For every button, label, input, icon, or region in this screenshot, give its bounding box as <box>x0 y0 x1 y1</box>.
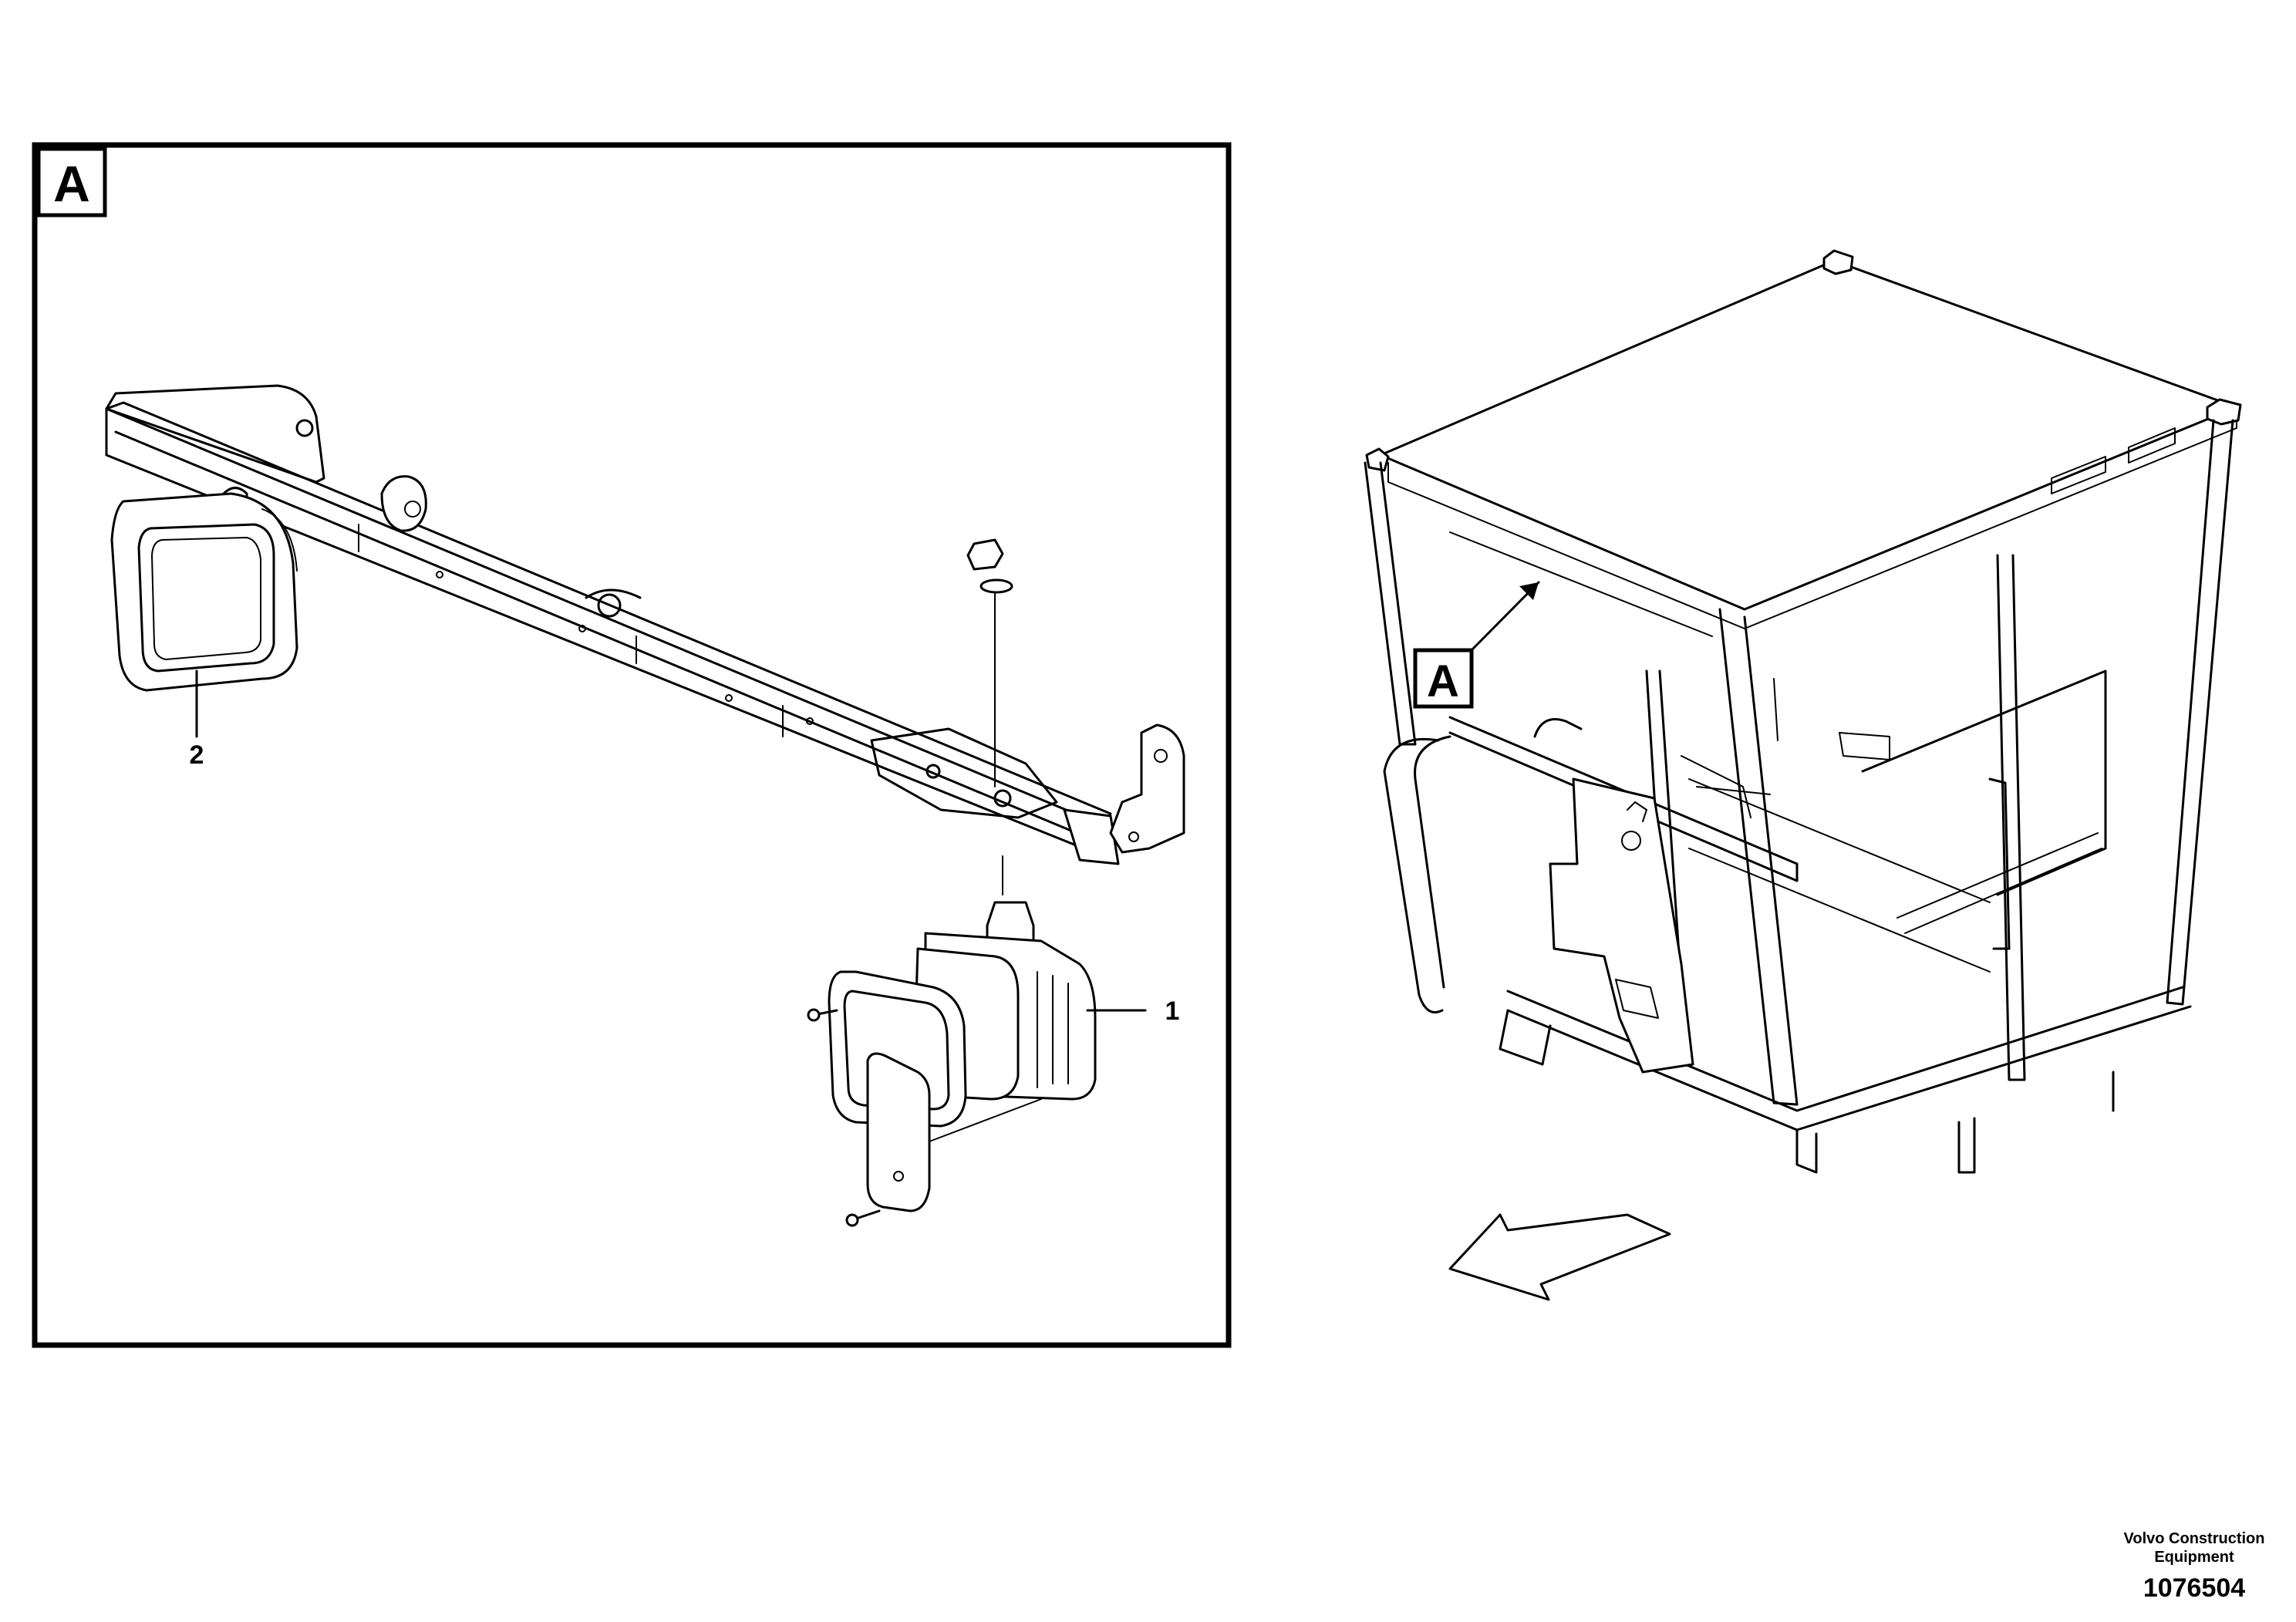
mounting-bar <box>105 384 1120 865</box>
manufacturer-name: Volvo Construction Equipment <box>2123 1530 2265 1566</box>
callout-1: 1 <box>1165 996 1180 1026</box>
callout-2: 2 <box>190 740 204 770</box>
detail-frame <box>32 142 1232 1348</box>
nut-and-washer <box>966 538 1013 895</box>
forward-direction-arrow <box>1448 1213 1671 1301</box>
cab-roof <box>1379 259 2238 611</box>
part-number: 1076504 <box>2143 1573 2246 1603</box>
reference-label-box <box>1413 648 1474 709</box>
work-lamp-assembled <box>110 492 298 692</box>
detail-label-box <box>36 147 107 218</box>
work-lamp-exploded <box>807 901 1097 1227</box>
mounting-bracket <box>1109 723 1185 854</box>
detail-label-text: A <box>53 155 90 212</box>
reference-label-text: A <box>1427 656 1459 706</box>
cab-frame-overview: A <box>1364 249 2242 1174</box>
detail-view-a: A <box>32 142 1232 1348</box>
